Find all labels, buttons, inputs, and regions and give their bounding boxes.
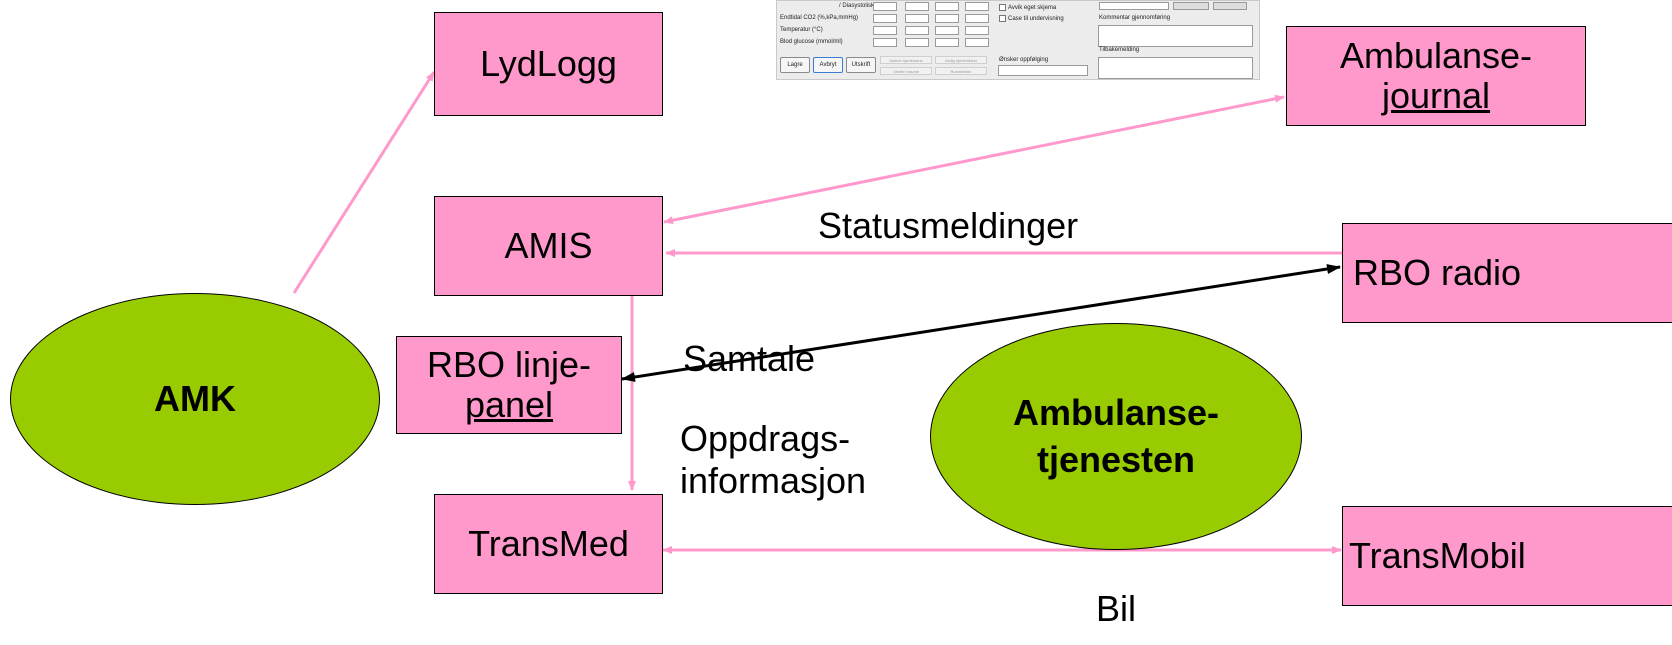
node-transmed-label: TransMed <box>468 522 629 564</box>
node-ambulansejournal-line1: Ambulanse- <box>1339 34 1533 76</box>
label-oppdragsinformasjon-line1: Oppdrags- <box>680 418 851 459</box>
node-ambulansejournal: Ambulanse- journal <box>1286 26 1586 126</box>
form-field[interactable] <box>935 38 959 47</box>
node-transmobil-label: TransMobil <box>1349 534 1526 576</box>
form-field[interactable] <box>905 2 929 11</box>
form-utstein-hjertestans-button[interactable]: Utstein hjertestans <box>880 56 932 64</box>
form-label-tilbakemelding: Tilbakemelding <box>1099 47 1140 53</box>
label-samtale: Samtale <box>683 338 816 379</box>
form-label-onsker: Ønsker oppfølging <box>999 57 1049 63</box>
node-rbo-radio-label: RBO radio <box>1353 251 1522 293</box>
form-row-diastolisk: / Diasystolisk <box>839 3 875 9</box>
form-check-avvik-label: Avvik eget skjema <box>1008 5 1057 12</box>
form-utskrift-button[interactable]: Utskrift <box>846 57 876 73</box>
form-field[interactable] <box>905 14 929 23</box>
form-dropdown[interactable] <box>1213 2 1247 10</box>
form-select-onsker[interactable] <box>998 65 1088 76</box>
form-mulig-hjerteinfarkt-button[interactable]: Mulig hjerteinfarkt <box>935 56 987 64</box>
checkbox-icon <box>999 4 1006 11</box>
form-rusmedisin-button[interactable]: Rusmedisin <box>935 67 987 75</box>
form-utstein-traume-button[interactable]: Utstein traume <box>880 67 932 75</box>
form-field[interactable] <box>965 2 989 11</box>
form-check-case[interactable]: Case til undervisning <box>999 15 1064 22</box>
arrow-amk-lydlogg <box>292 71 436 294</box>
form-field[interactable] <box>965 26 989 35</box>
arrow-samtale <box>621 264 1341 382</box>
form-row-temp: Temperatur (°C) <box>780 27 823 33</box>
node-amk: AMK <box>10 293 380 505</box>
node-ambulansetjenesten-line2: tjenesten <box>1036 438 1196 480</box>
form-field[interactable] <box>935 26 959 35</box>
label-statusmeldinger: Statusmeldinger <box>818 205 1079 246</box>
form-check-avvik[interactable]: Avvik eget skjema <box>999 4 1056 11</box>
form-field[interactable] <box>935 14 959 23</box>
node-transmobil: TransMobil <box>1342 506 1672 606</box>
label-bil: Bil <box>1096 588 1137 629</box>
label-oppdragsinformasjon-line2: informasjon <box>680 460 867 502</box>
node-lydlogg: LydLogg <box>434 12 663 116</box>
node-rbo-linjepanel-line2: panel <box>464 384 554 425</box>
form-field[interactable] <box>965 38 989 47</box>
form-row-co2: Endtidal CO2 (%,kPa,mmHg) <box>780 15 859 21</box>
form-dropdown[interactable] <box>1099 2 1169 10</box>
node-rbo-linjepanel: RBO linje- panel <box>396 336 622 434</box>
checkbox-icon <box>999 15 1006 22</box>
form-field[interactable] <box>905 38 929 47</box>
form-field[interactable] <box>905 26 929 35</box>
node-rbo-radio: RBO radio <box>1342 223 1672 323</box>
form-field[interactable] <box>873 26 897 35</box>
node-amis: AMIS <box>434 196 663 296</box>
arrow-amis-ambulansejournal <box>663 94 1285 225</box>
node-ambulansetjenesten-line1: Ambulanse- <box>1012 391 1220 433</box>
form-field[interactable] <box>873 38 897 47</box>
form-label-kommentar: Kommentar gjennomføring <box>1099 15 1171 21</box>
form-field[interactable] <box>873 2 897 11</box>
node-amis-label: AMIS <box>504 224 593 266</box>
node-amk-label: AMK <box>154 377 236 419</box>
form-row-glucose: Blod glucose (mmol/ml) <box>780 39 843 45</box>
node-ambulansejournal-line2: journal <box>1381 75 1491 116</box>
node-rbo-linjepanel-line1: RBO linje- <box>426 343 592 385</box>
label-oppdragsinformasjon: Oppdrags- informasjon <box>680 418 866 503</box>
form-field[interactable] <box>935 2 959 11</box>
form-textarea-kommentar[interactable] <box>1098 25 1253 47</box>
ambulance-journal-form-thumbnail: / Diasystolisk Endtidal CO2 (%,kPa,mmHg)… <box>776 0 1260 80</box>
form-lagre-button[interactable]: Lagre <box>780 57 810 73</box>
form-textarea-tilbakemelding[interactable] <box>1098 57 1253 79</box>
form-avbryt-button[interactable]: Avbryt <box>813 57 843 73</box>
node-ambulansetjenesten: Ambulanse- tjenesten <box>930 323 1302 550</box>
node-transmed: TransMed <box>434 494 663 594</box>
node-lydlogg-label: LydLogg <box>480 42 617 84</box>
form-field[interactable] <box>873 14 897 23</box>
form-check-case-label: Case til undervisning <box>1008 16 1064 23</box>
form-dropdown[interactable] <box>1173 2 1209 10</box>
form-field[interactable] <box>965 14 989 23</box>
